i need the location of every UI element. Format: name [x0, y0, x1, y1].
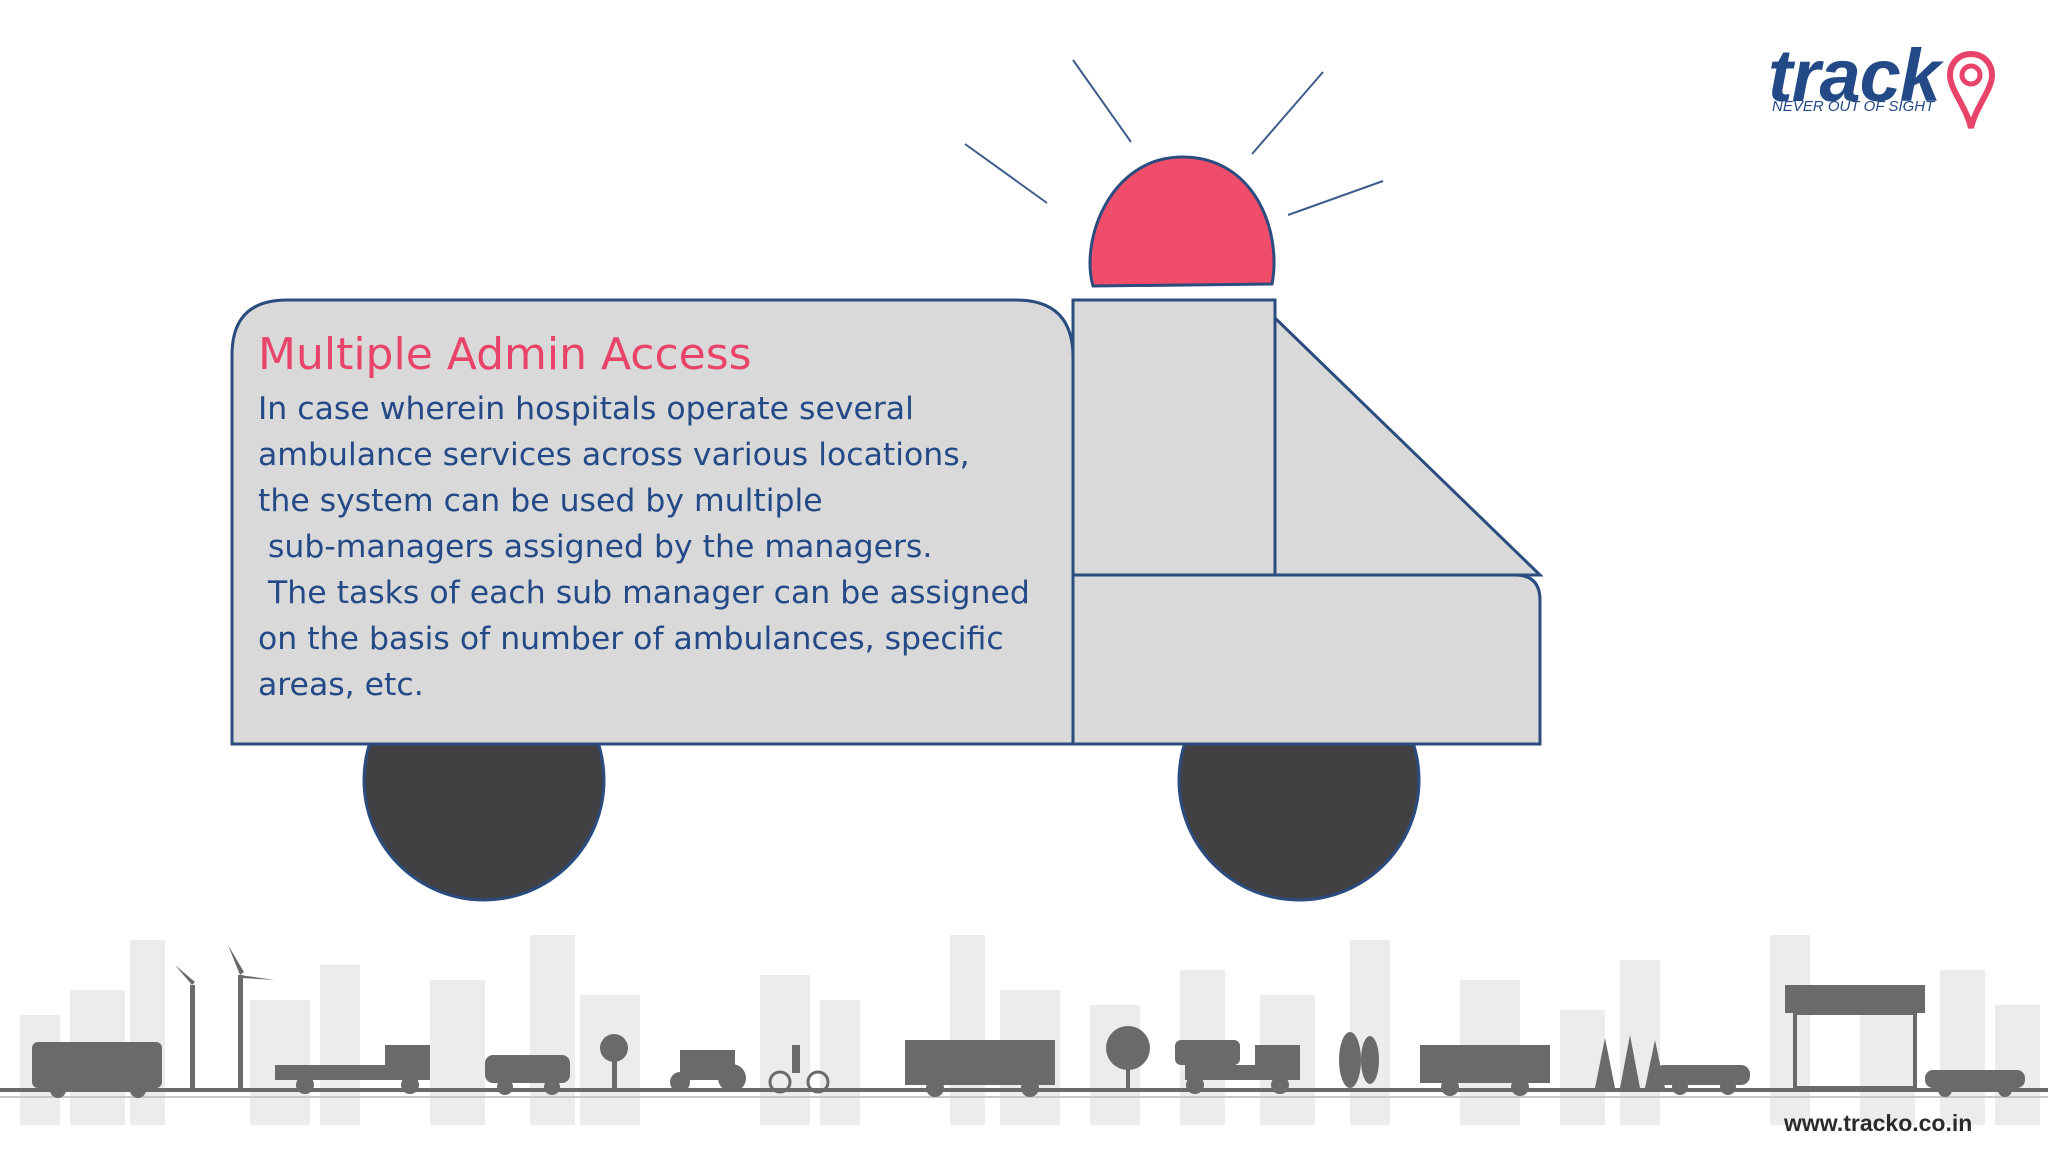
body-line: The tasks of each sub manager can be ass… — [258, 575, 1030, 611]
body-line: on the basis of number of ambulances, sp… — [258, 621, 1004, 657]
footer-url-link[interactable]: www.tracko.co.in — [1784, 1110, 1973, 1136]
ambulance-cabin — [1071, 298, 1277, 577]
ambulance-rear-body — [230, 298, 1075, 746]
ambulance-windshield — [1273, 314, 1544, 577]
siren-icon — [1088, 155, 1276, 288]
body-line: sub-managers assigned by the managers. — [258, 529, 933, 565]
skyline-vehicles — [32, 945, 2025, 1098]
skyline-illustration — [0, 935, 2048, 1125]
ambulance-hood — [1071, 573, 1542, 746]
map-pin-icon — [1946, 50, 1996, 129]
tracko-logo[interactable]: track NEVER OUT OF SIGHT — [1766, 36, 2006, 136]
content-text-block: Multiple Admin Access In case wherein ho… — [258, 326, 1058, 708]
logo-tagline: NEVER OUT OF SIGHT — [1772, 98, 1935, 115]
body-line: In case wherein hospitals operate severa… — [258, 391, 914, 427]
logo-wordmark: track — [1768, 34, 1941, 117]
body-line: the system can be used by multiple — [258, 483, 823, 519]
body-line: areas, etc. — [258, 667, 424, 703]
siren-rays — [964, 59, 1384, 216]
body-line: ambulance services across various locati… — [258, 437, 970, 473]
slide-title: Multiple Admin Access — [258, 329, 752, 380]
